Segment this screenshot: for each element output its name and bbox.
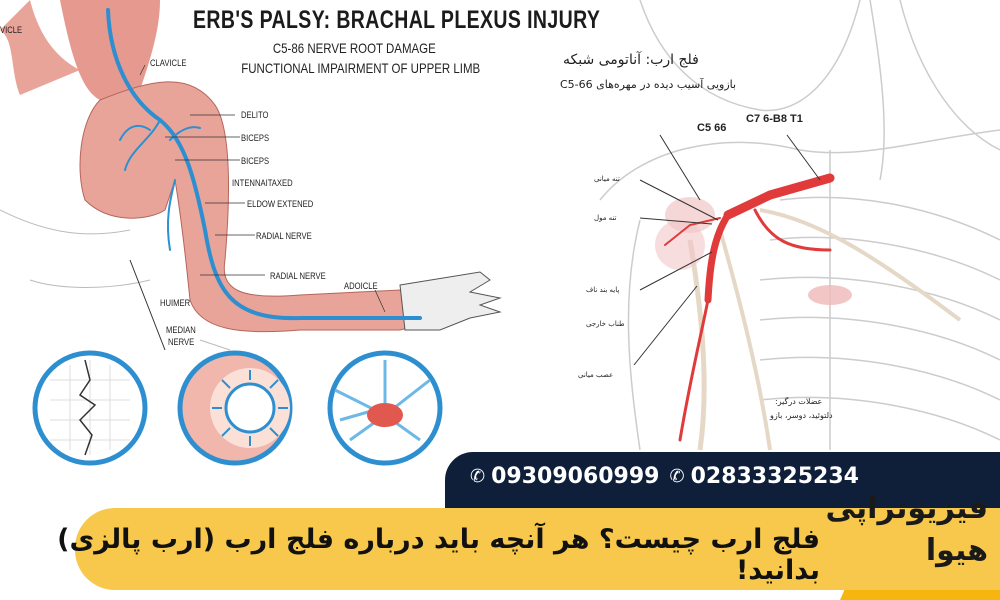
phone-icon: ✆ [470, 466, 486, 487]
persian-diagram-subtitle: بازویی آسیب دیده در مهره‌های C5-66 [560, 78, 737, 91]
diagram-subtitle-1: C5-86 NERVE ROOT DAMAGE [272, 40, 436, 56]
label-upper-trunk: تنه مول [594, 214, 617, 222]
skeleton-drawing [599, 0, 1000, 451]
label-humer: HUIMER [160, 298, 191, 308]
phone-1-number: 09309060999 [491, 464, 660, 489]
label-elbow: ELDOW EXTENED [247, 199, 314, 209]
label-clavicle: CLAVICLE [150, 58, 187, 68]
brand-line-2: هیوا [925, 533, 988, 568]
label-lines [139, 64, 386, 313]
brand-line-1: فیزیوتراپی [825, 491, 988, 526]
phone-numbers: ✆ 09309060999 ✆ 02833325234 [470, 464, 859, 489]
label-clavicle-left: VICLE [0, 25, 23, 35]
persian-diagram-title: فلج ارب: آناتومی شبکه [563, 52, 699, 68]
nerve-blue [106, 8, 422, 321]
label-median: MEDIAN [166, 325, 196, 335]
headline: فلج ارب چیست؟ هر آنچه باید درباره فلج ار… [57, 524, 820, 586]
muscle-highlight [655, 220, 705, 270]
diagram-subtitle-2: FUNCTIONAL IMPAIRMENT OF UPPER LIMB [241, 60, 481, 76]
label-root: پایه بند ناف [586, 286, 620, 294]
headline-band [75, 508, 1000, 590]
label-radial-nerve-1: RADIAL NERVE [256, 231, 312, 241]
label-median-nerve: عصب میانی [578, 371, 614, 379]
neuron-damage-circle [327, 350, 443, 466]
arm-muscle-drawing [0, 0, 502, 351]
phone-icon: ✆ [669, 466, 685, 487]
label-c5: C5 66 [697, 122, 727, 134]
muscles-list: دلتوئید، دوسر، بازو [770, 411, 833, 420]
label-lateral-cord: طناب خارجی [586, 320, 625, 328]
phone-2-number: 02833325234 [690, 464, 859, 489]
brand-logo: فیزیوتراپی هیوا [826, 488, 988, 572]
label-c7-t1: C7 6-B8 T1 [746, 113, 803, 125]
muscles-title: عضلات درگیر: [775, 397, 823, 406]
brachial-plexus-red [664, 173, 835, 442]
muscle-highlight [808, 285, 852, 305]
label-deltoid: DELITO [241, 110, 269, 120]
label-internal: INTENNAITAXED [232, 178, 293, 188]
nerve-cross-section-circle [177, 350, 293, 466]
leader-lines [633, 134, 821, 366]
label-biceps-1: BICEPS [241, 133, 270, 143]
label-nerve: NERVE [168, 337, 195, 347]
label-middle-trunk: تنه میانی [594, 175, 620, 183]
diagram-title: ERB'S PALSY: BRACHAL PLEXUS INJURY [193, 6, 601, 34]
label-radial-nerve-2: RADIAL NERVE [270, 271, 326, 281]
phone-1[interactable]: ✆ 09309060999 [470, 464, 659, 489]
ecg-circle [32, 350, 148, 466]
contact-bar [445, 452, 1000, 509]
label-biceps-2: BICEPS [241, 156, 270, 166]
label-adoicle: ADOICLE [344, 281, 378, 291]
phone-2[interactable]: ✆ 02833325234 [669, 464, 858, 489]
